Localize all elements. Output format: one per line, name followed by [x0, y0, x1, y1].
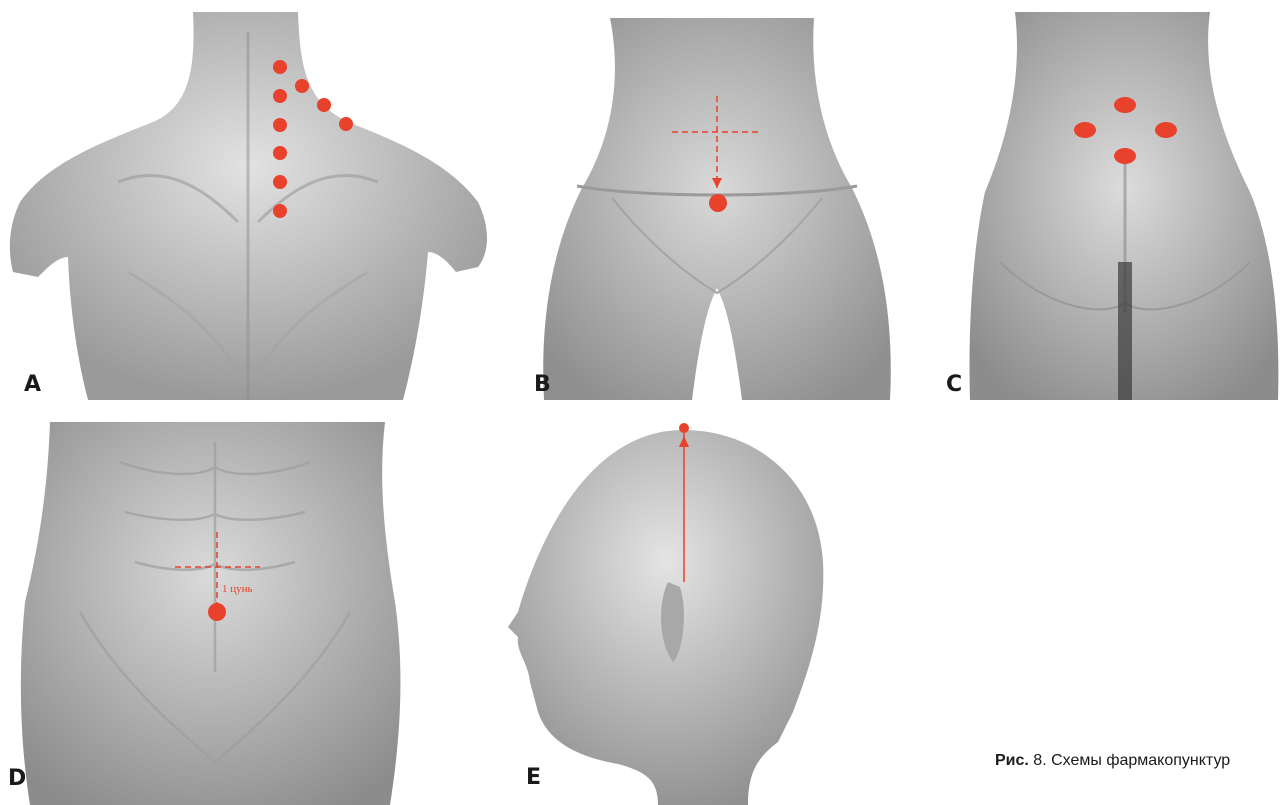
caption-prefix: Рис.	[995, 752, 1029, 769]
acupoint	[317, 98, 331, 112]
acupoint	[273, 60, 287, 74]
caption-text: 8. Схемы фармакопунктур	[1029, 752, 1230, 769]
acupoint	[273, 175, 287, 189]
acupoint	[1114, 148, 1136, 164]
panel-label-a: A	[24, 374, 41, 396]
panel-label-d: D	[8, 768, 26, 790]
figure-caption: Рис. 8. Схемы фармакопунктур	[995, 752, 1230, 770]
panel-b-lower-abdomen: B	[522, 18, 912, 400]
acupoint	[273, 118, 287, 132]
acupoint	[273, 89, 287, 103]
panel-label-c: C	[946, 374, 962, 396]
panel-label-b: B	[534, 374, 551, 396]
acupoint	[709, 194, 727, 212]
acupoint	[679, 423, 689, 433]
panel-c-lower-back: C	[940, 12, 1284, 400]
distance-annotation: 1 цунь	[222, 583, 253, 595]
acupoint	[273, 204, 287, 218]
acupoint	[295, 79, 309, 93]
panel-a-upper-back: A	[8, 12, 490, 400]
acupoint	[208, 603, 226, 621]
panel-label-e: E	[526, 767, 541, 789]
panel-d-abdomen: 1 цунь D	[0, 422, 410, 805]
acupoint	[273, 146, 287, 160]
acupoint	[339, 117, 353, 131]
panel-e-head: E	[508, 412, 828, 805]
acupoint	[1155, 122, 1177, 138]
acupoint	[1074, 122, 1096, 138]
acupoint	[1114, 97, 1136, 113]
